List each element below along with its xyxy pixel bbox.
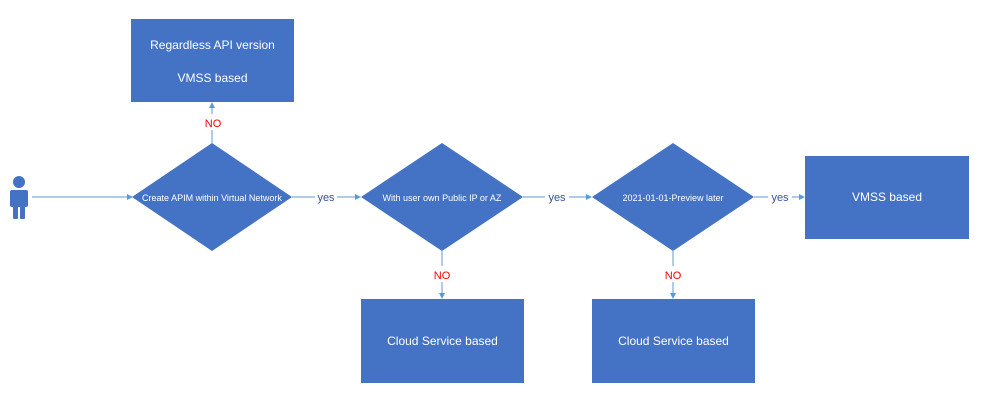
edge-label-ip-az-no: NO bbox=[434, 270, 451, 282]
decision-api-version bbox=[592, 143, 754, 251]
box-cloud-service-2-label: Cloud Service based bbox=[618, 334, 729, 348]
decision-ip-az bbox=[361, 143, 523, 251]
edge-label-api-version-yes: yes bbox=[771, 192, 789, 204]
box-cloud-service-2 bbox=[592, 299, 755, 383]
edge-label-vnet-no: NO bbox=[205, 118, 222, 130]
box-vmss-based bbox=[805, 156, 969, 239]
edge-label-vnet-yes: yes bbox=[317, 192, 335, 204]
decision-api-version-label: 2021-01-01-Preview later bbox=[622, 193, 723, 203]
edge-label-api-version-no: NO bbox=[665, 270, 682, 282]
decision-ip-az-label: With user own Public IP or AZ bbox=[383, 193, 502, 203]
box-regardless-api-version bbox=[131, 19, 294, 102]
decision-vnet bbox=[132, 143, 292, 251]
person-icon bbox=[10, 176, 28, 219]
box-vmss-based-label: VMSS based bbox=[852, 190, 922, 204]
edge-label-ip-az-yes: yes bbox=[548, 192, 566, 204]
box-regardless-api-version-line2: VMSS based bbox=[177, 71, 247, 85]
decision-vnet-label: Create APIM within Virtual Network bbox=[142, 193, 282, 203]
box-regardless-api-version-line1: Regardless API version bbox=[150, 38, 275, 52]
box-cloud-service-1-label: Cloud Service based bbox=[387, 334, 498, 348]
box-cloud-service-1 bbox=[361, 299, 524, 383]
